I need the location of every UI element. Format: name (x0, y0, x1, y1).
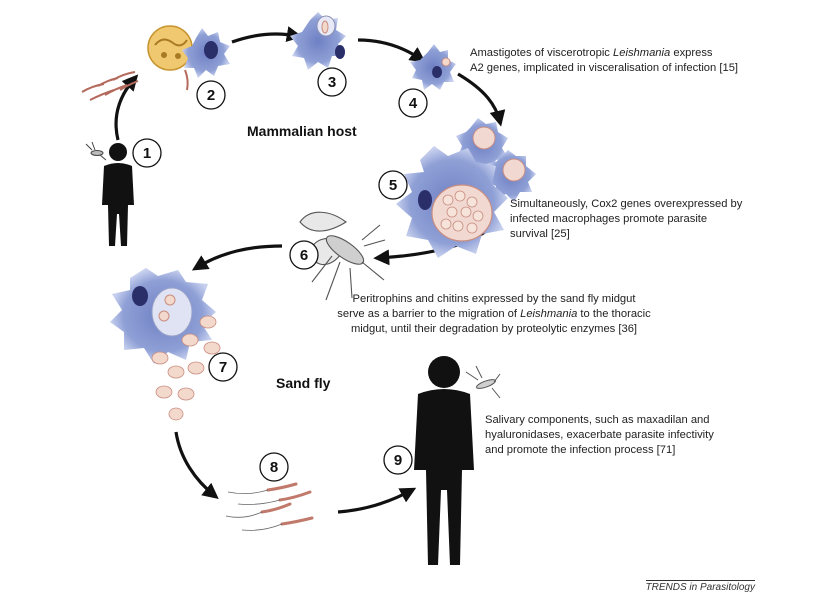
svg-text:9: 9 (394, 452, 402, 469)
step-2: 2 (196, 80, 226, 110)
step-6: 6 (289, 240, 319, 270)
arrow-2-to-3 (231, 26, 303, 44)
svg-text:4: 4 (409, 95, 418, 112)
sand-fly-label: Sand fly (276, 375, 331, 391)
promastigotes-group-step1 (81, 71, 139, 101)
note-step5: Simultaneously, Cox2 genes overexpressed… (510, 198, 743, 240)
svg-text:5: 5 (389, 177, 397, 194)
note-step9: Salivary components, such as maxadilan a… (485, 414, 714, 456)
infected-macrophage-small-2 (486, 150, 536, 202)
svg-text:6: 6 (300, 247, 308, 264)
promastigote-step2 (184, 69, 189, 91)
released-amastigotes (151, 315, 221, 421)
macrophage-cell-sand-fly (110, 268, 216, 364)
arrow-7-to-8 (174, 431, 219, 499)
arrow-8-to-9 (337, 487, 417, 514)
step-7: 7 (208, 352, 238, 382)
arrow-3-to-4 (357, 38, 426, 63)
step-3: 3 (317, 67, 347, 97)
svg-text:3: 3 (328, 74, 336, 91)
amastigotes-in-vacuole (440, 190, 484, 234)
macrophage-cell-step4 (410, 44, 456, 90)
journal-credit: TRENDS in Parasitology (645, 580, 755, 593)
note-step6: Peritrophins and chitins expressed by th… (337, 293, 651, 335)
step-8: 8 (259, 452, 289, 482)
macrophage-cell-step3 (290, 12, 346, 70)
step-1: 1 (132, 138, 162, 168)
svg-text:8: 8 (270, 459, 278, 476)
step-5: 5 (378, 170, 408, 200)
step-4: 4 (398, 88, 428, 118)
human-silhouette-small (102, 143, 134, 246)
svg-text:1: 1 (143, 145, 151, 162)
arrow-4-to-5 (457, 72, 506, 127)
arrow-6-to-7 (191, 244, 283, 271)
sand-fly-icon-step9 (465, 365, 501, 399)
promastigote-flagella (225, 489, 283, 531)
neutrophil-cell (147, 25, 193, 71)
note-step4: Amastigotes of viscerotropic Leishmania … (470, 47, 739, 74)
step-9: 9 (383, 445, 413, 475)
sand-fly-icon-small (85, 141, 107, 161)
sand-fly-icon-large (299, 211, 386, 301)
macrophage-cell-step2 (182, 28, 230, 78)
arrow-1-to-2 (114, 74, 139, 141)
human-silhouette-large (414, 356, 474, 565)
promastigotes-group-step8 (260, 482, 314, 526)
mammalian-host-label: Mammalian host (247, 123, 357, 139)
svg-text:7: 7 (219, 359, 227, 376)
svg-text:2: 2 (207, 87, 215, 104)
